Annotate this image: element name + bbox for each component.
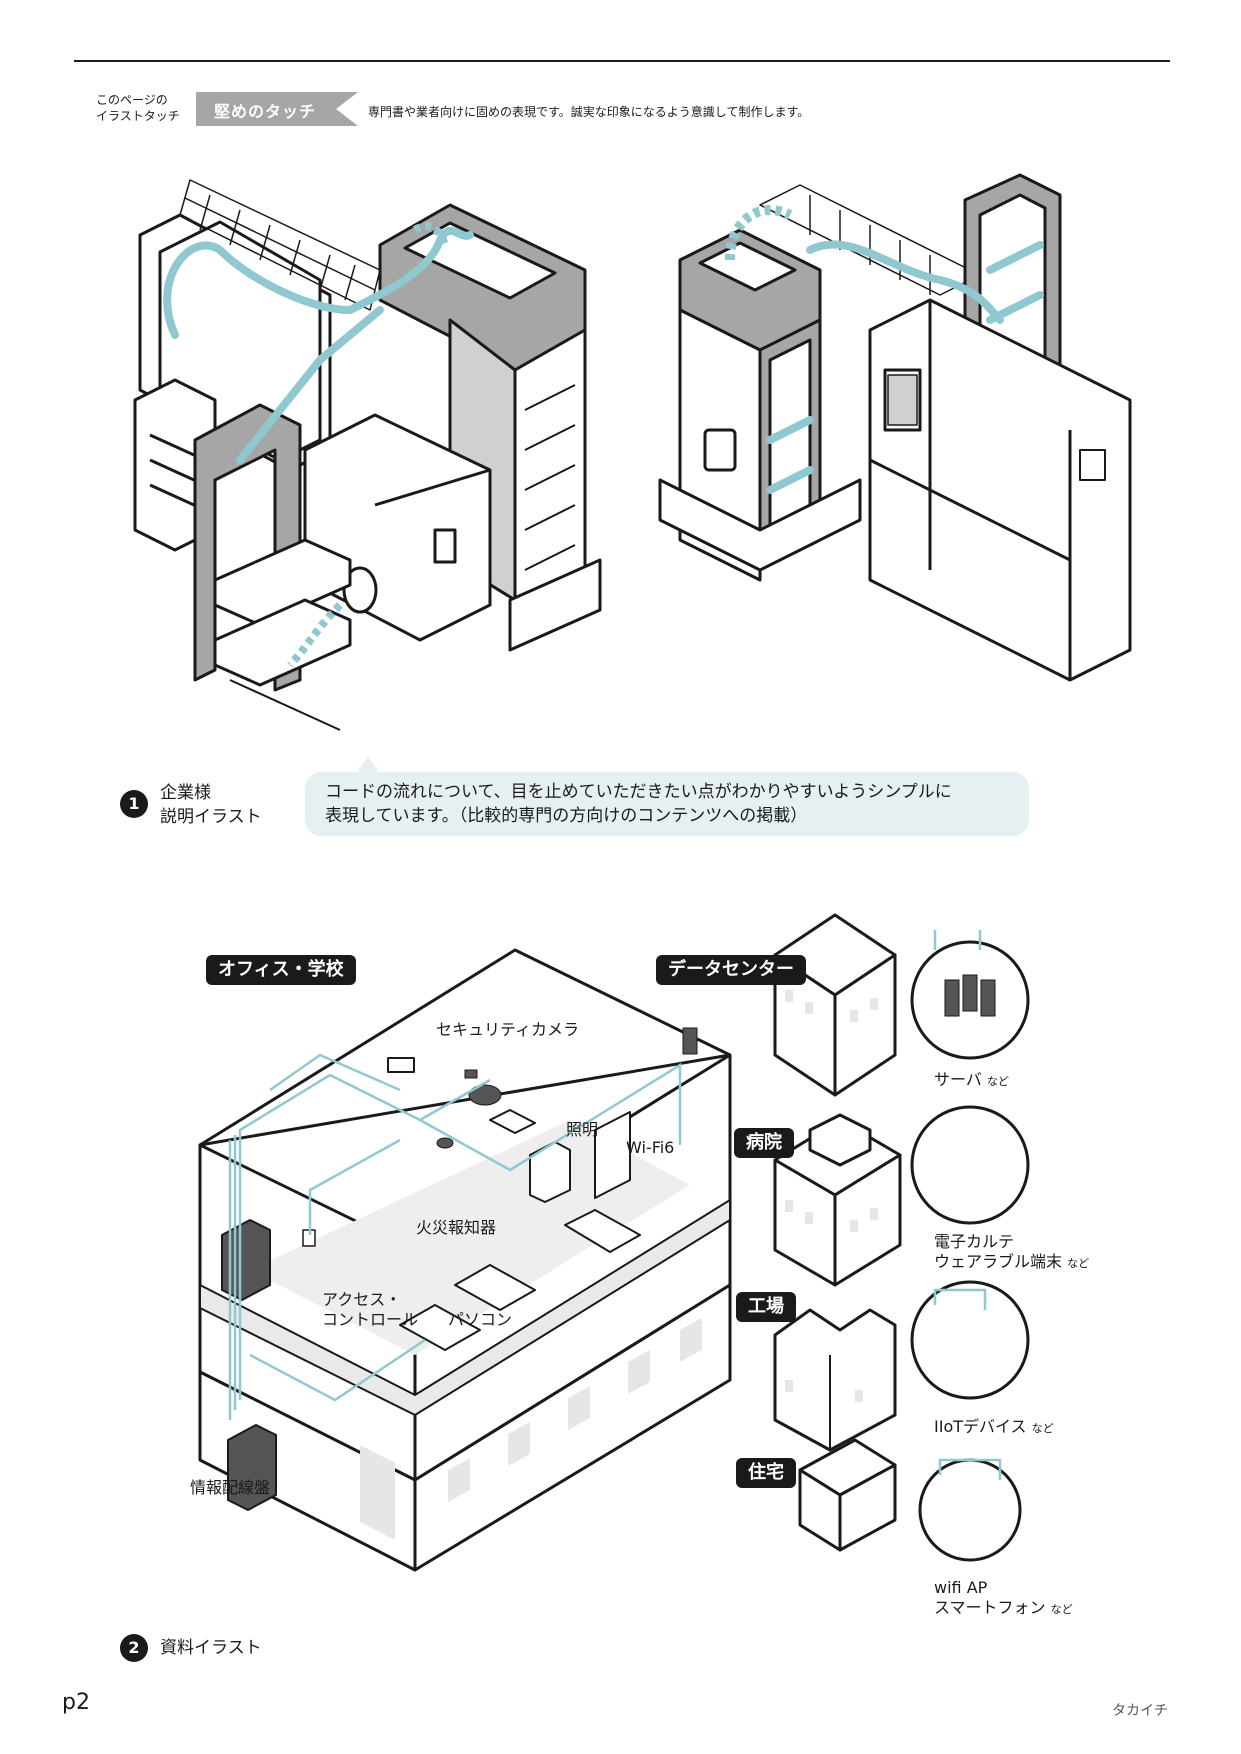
bubble-tail bbox=[356, 756, 380, 774]
house-caption: wifi AP スマートフォン など bbox=[934, 1578, 1073, 1617]
datacenter-caption: サーバ など bbox=[934, 1070, 1009, 1089]
factory-caption: IIoTデバイス など bbox=[934, 1417, 1054, 1436]
section-2-number: 2 bbox=[120, 1634, 148, 1662]
style-tag: 堅めのタッチ bbox=[214, 102, 317, 121]
access-control-label: アクセス・ コントロール bbox=[322, 1290, 419, 1329]
datacenter-badge: データセンター bbox=[656, 955, 806, 985]
page-number: p2 bbox=[62, 1690, 90, 1715]
hospital-caption: 電子カルテ ウェアラブル端末 など bbox=[934, 1232, 1090, 1271]
facilities-illustration bbox=[773, 913, 1030, 1562]
distribution-board-label: 情報配線盤 bbox=[190, 1478, 271, 1497]
server-rack-illustration-left bbox=[133, 179, 602, 731]
pc-label: パソコン bbox=[448, 1310, 513, 1329]
office-school-badge: オフィス・学校 bbox=[206, 955, 356, 985]
style-description: 専門書や業者向けに固めの表現です。誠実な印象になるよう意識して制作します。 bbox=[368, 105, 810, 119]
section-1-comment: コードの流れについて、目を止めていただきたい点がわかりやすいようシンプルに 表現… bbox=[305, 772, 1029, 836]
page-label: このページの イラストタッチ bbox=[96, 93, 180, 123]
fire-alarm-label: 火災報知器 bbox=[416, 1218, 497, 1237]
server-rack-illustration-right bbox=[658, 173, 1132, 682]
wifi-label: Wi-Fi6 bbox=[626, 1138, 675, 1157]
top-rule bbox=[74, 60, 1170, 62]
office-building-illustration bbox=[198, 948, 732, 1572]
hospital-badge: 病院 bbox=[734, 1128, 794, 1158]
signature: タカイチ bbox=[1112, 1703, 1168, 1719]
lighting-label: 照明 bbox=[566, 1120, 599, 1139]
factory-badge: 工場 bbox=[736, 1292, 796, 1322]
section-1-number: 1 bbox=[120, 790, 148, 818]
tag-shape bbox=[196, 92, 358, 126]
house-badge: 住宅 bbox=[736, 1458, 796, 1488]
section-1-title: 企業様 説明イラスト bbox=[160, 783, 262, 827]
security-camera-label: セキュリティカメラ bbox=[436, 1020, 580, 1039]
section-2-title: 資料イラスト bbox=[160, 1638, 262, 1658]
